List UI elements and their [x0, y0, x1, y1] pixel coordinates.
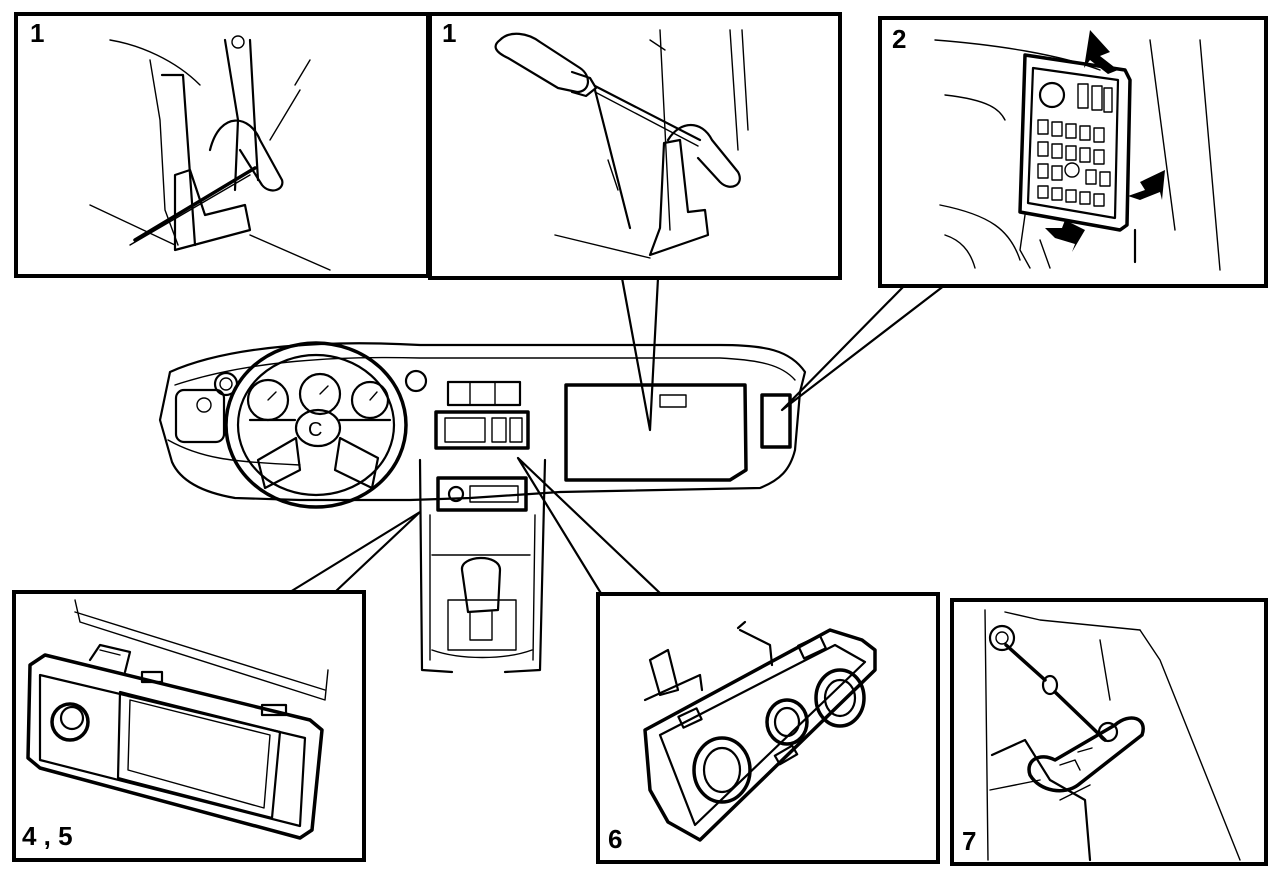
- gear-lever: [447, 556, 517, 651]
- steering-logo-c-icon: C: [308, 419, 322, 441]
- steering-wheel: C: [224, 341, 408, 509]
- fuse-panel-icon: [1018, 53, 1132, 232]
- dashboard-overview: C: [158, 341, 807, 674]
- panel-6: 6: [596, 592, 940, 864]
- instrument-gauges: [246, 372, 390, 422]
- arrow-icon: [1045, 220, 1085, 252]
- glove-box: [564, 383, 748, 482]
- panel-2: 2: [878, 16, 1268, 288]
- callout-lines: [288, 276, 947, 597]
- screwdriver-icon: [494, 32, 702, 147]
- panel-4-5: 4 , 5: [12, 590, 366, 862]
- panel-label: 6: [608, 824, 622, 854]
- radio-module: [436, 476, 528, 512]
- switch-panel-icon: [26, 643, 324, 840]
- climate-control-unit-icon: [643, 620, 877, 842]
- arrow-icon: [1084, 30, 1118, 74]
- panel-label: 1: [30, 18, 44, 48]
- panel-1b: 1: [428, 12, 842, 280]
- center-switch-module: [434, 410, 530, 450]
- arrow-icon: [1128, 170, 1165, 200]
- panel-1a: 1: [14, 12, 430, 278]
- panel-label: 4 , 5: [22, 821, 73, 851]
- panel-7: 7: [950, 598, 1268, 866]
- panel-label: 2: [892, 24, 906, 54]
- panel-label: 1: [442, 18, 456, 48]
- panel-label: 7: [962, 826, 976, 856]
- pedal-linkage-icon: [988, 624, 1145, 793]
